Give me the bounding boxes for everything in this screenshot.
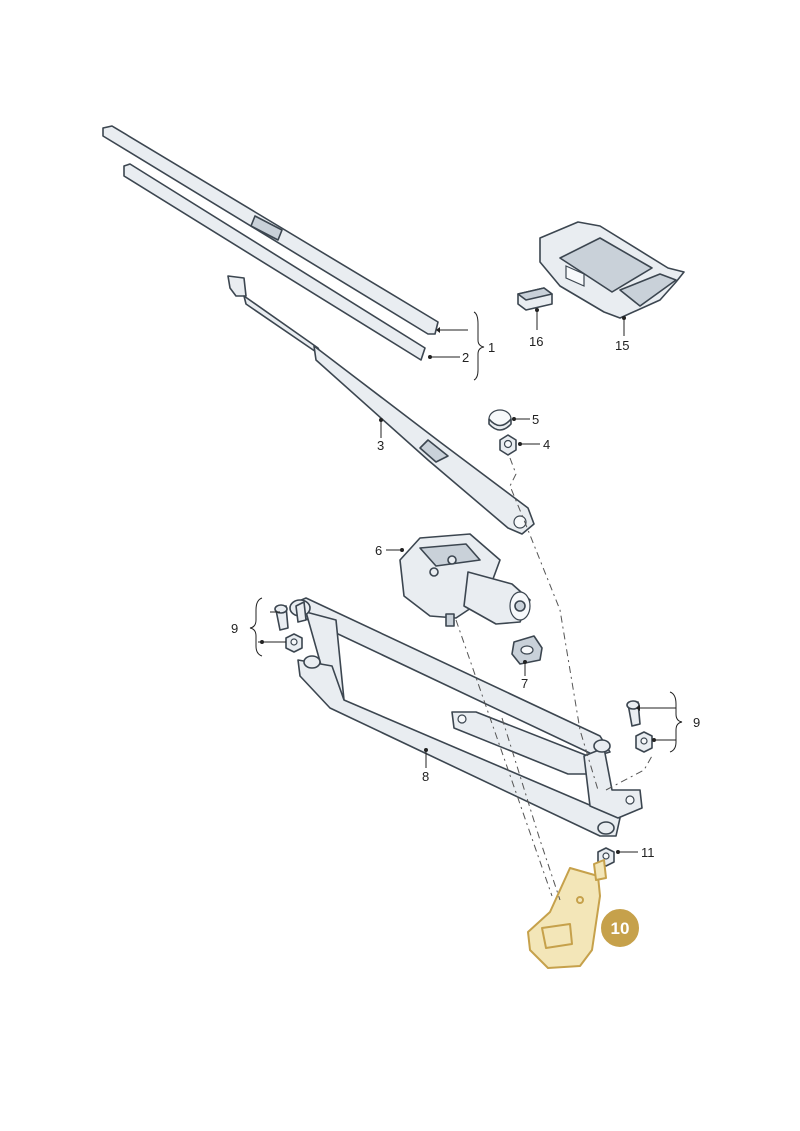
callout-7: 7	[521, 676, 528, 691]
wiper-linkage[interactable]	[289, 597, 643, 837]
mounting-bracket-highlighted[interactable]	[527, 859, 607, 969]
callout-11: 11	[641, 845, 655, 860]
nut-right[interactable]	[635, 731, 653, 753]
callout-8: 8	[422, 769, 429, 784]
connector-plug[interactable]	[517, 287, 553, 311]
callout-5: 5	[532, 412, 539, 427]
callout-2: 2	[462, 350, 469, 365]
control-unit[interactable]	[539, 221, 685, 319]
callout-10: 10	[611, 919, 630, 938]
callout-16: 16	[529, 334, 543, 349]
callout-15: 15	[615, 338, 629, 353]
cover-cap[interactable]	[488, 409, 512, 431]
callout-9-right: 9	[693, 715, 700, 730]
wiper-motor[interactable]	[399, 533, 531, 627]
wiper-arm[interactable]	[227, 275, 535, 535]
callout-1: 1	[488, 340, 495, 355]
highlight-badge[interactable]: 10	[599, 907, 641, 949]
leader-lines	[249, 308, 683, 854]
bolt-9-upper[interactable]	[274, 604, 289, 631]
alignment-lines	[455, 457, 653, 901]
callout-4: 4	[543, 437, 550, 452]
callout-9-left: 9	[231, 621, 238, 636]
bolt-right[interactable]	[626, 700, 641, 727]
callout-3: 3	[377, 438, 384, 453]
wiper-blade[interactable]	[102, 125, 439, 361]
nut-left[interactable]	[285, 633, 303, 653]
bolt-left[interactable]	[295, 601, 307, 623]
hex-nut[interactable]	[499, 434, 517, 456]
rubber-grommet[interactable]	[511, 635, 543, 665]
callout-6: 6	[375, 543, 382, 558]
